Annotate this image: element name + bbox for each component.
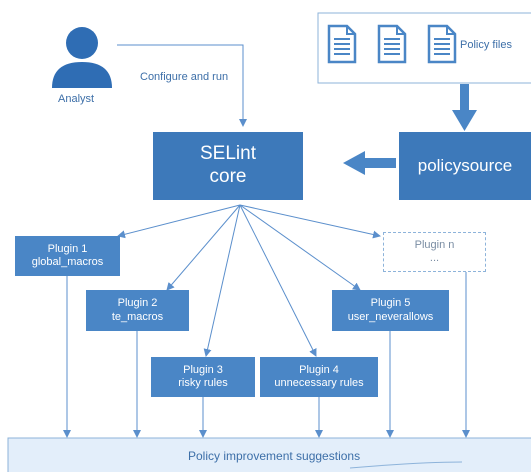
document-icon bbox=[377, 24, 407, 64]
plugin-4-box: Plugin 4 unnecessary rules bbox=[260, 357, 378, 397]
plugin-title: Plugin n bbox=[414, 238, 455, 251]
plugin-name: risky rules bbox=[178, 377, 228, 389]
person-icon bbox=[52, 27, 112, 88]
suggestions-curl bbox=[349, 461, 463, 469]
plugin-title: Plugin 1 bbox=[47, 242, 88, 255]
core-title: SELint bbox=[200, 143, 256, 165]
plugin-5-box: Plugin 5 user_neverallows bbox=[332, 290, 449, 331]
suggestions-panel bbox=[7, 437, 531, 472]
policy-files-label: Policy files bbox=[460, 39, 512, 51]
policysource-label: policysource bbox=[417, 155, 513, 175]
analyst-label: Analyst bbox=[58, 93, 95, 105]
suggestion-connectors bbox=[63, 272, 470, 438]
plugin-title: Plugin 2 bbox=[117, 297, 158, 310]
plugin-title: Plugin 3 bbox=[183, 363, 223, 376]
plugin-2-box: Plugin 2 te_macros bbox=[86, 290, 189, 331]
plugin-name: ... bbox=[429, 252, 440, 264]
source-to-core-arrow bbox=[343, 151, 396, 175]
policysource-box: policysource bbox=[399, 132, 531, 200]
plugin-name: te_macros bbox=[111, 310, 164, 323]
configure-label: Configure and run bbox=[140, 71, 229, 83]
files-to-source-arrow bbox=[452, 84, 477, 131]
plugin-title: Plugin 5 bbox=[370, 297, 411, 310]
core-fan-connectors bbox=[117, 204, 381, 357]
plugin-name: user_neverallows bbox=[347, 310, 434, 323]
plugin-title: Plugin 4 bbox=[299, 363, 339, 376]
plugin-name: unnecessary rules bbox=[274, 377, 364, 389]
plugin-1-box: Plugin 1 global_macros bbox=[15, 236, 120, 276]
suggestions-label: Policy improvement suggestions bbox=[188, 449, 361, 463]
core-subtitle: core bbox=[209, 166, 247, 187]
plugin-3-box: Plugin 3 risky rules bbox=[151, 357, 255, 397]
plugin-n-box: Plugin n ... bbox=[383, 232, 486, 272]
document-icon bbox=[327, 24, 357, 64]
plugin-name: global_macros bbox=[31, 256, 104, 268]
document-icon bbox=[427, 24, 457, 64]
configure-connector bbox=[117, 44, 247, 127]
selint-core-box: SELint core bbox=[153, 132, 303, 200]
